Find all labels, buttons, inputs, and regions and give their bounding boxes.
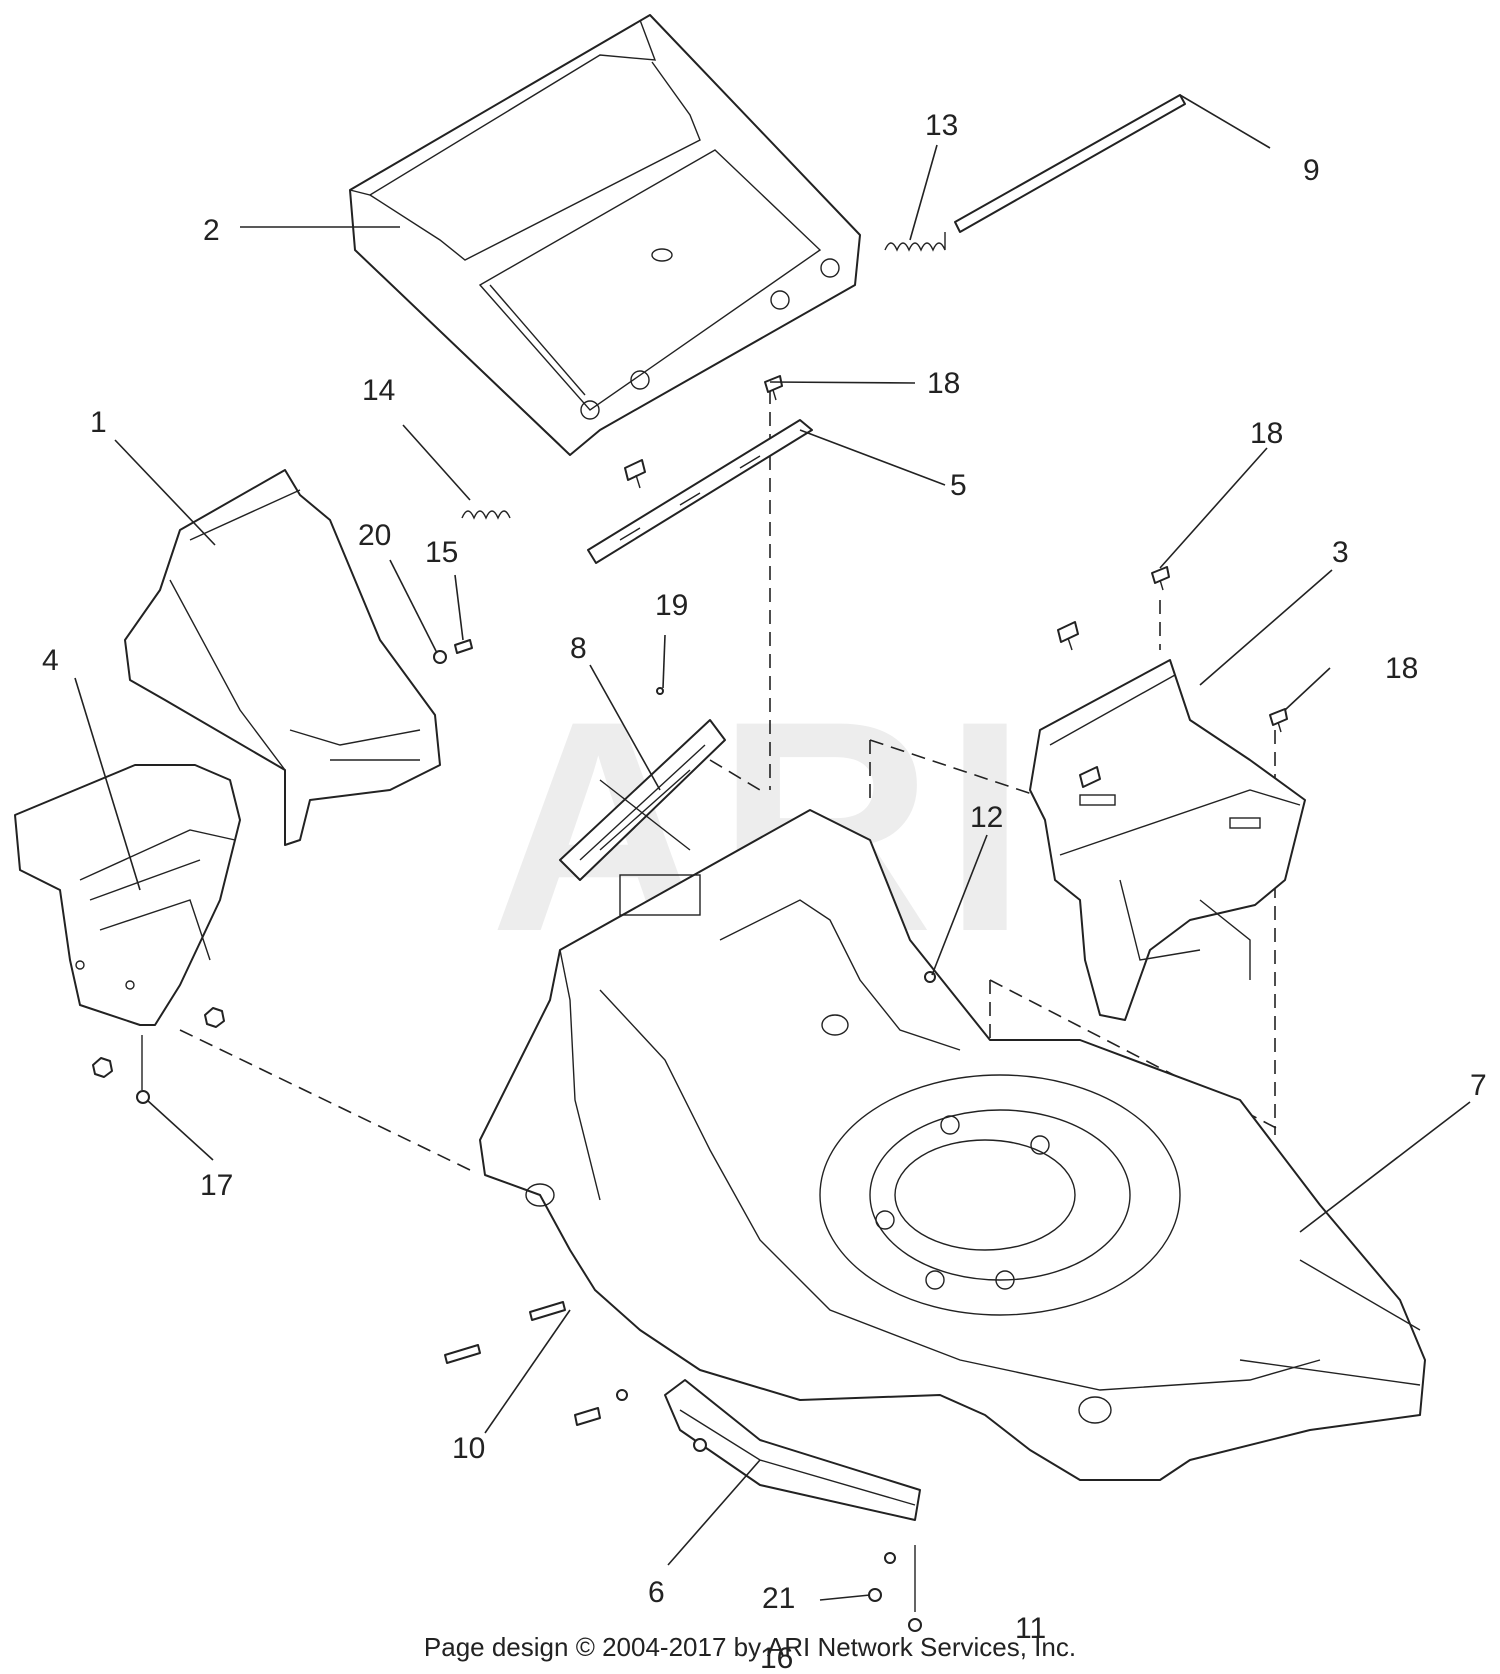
callout-7: 7 — [1470, 1069, 1487, 1102]
hardware — [92, 375, 1288, 1632]
clip-icon — [656, 687, 664, 695]
washer-icon — [616, 1389, 628, 1401]
callout-18: 18 — [1385, 652, 1418, 685]
callout-18: 18 — [1250, 417, 1283, 450]
part-1-deflector — [124, 469, 441, 846]
part-9-rod — [954, 94, 1186, 233]
washer-icon — [868, 1588, 882, 1602]
part-8-filter — [559, 719, 726, 881]
callout-8: 8 — [570, 632, 587, 665]
pin-icon — [444, 1344, 481, 1364]
callout-20: 20 — [358, 519, 391, 552]
part-2-top-cover — [349, 14, 861, 456]
leader-lines — [74, 94, 1471, 1601]
bolt-icon — [1057, 621, 1079, 651]
callout-4: 4 — [42, 644, 59, 677]
bolt-icon — [574, 1407, 601, 1426]
callout-12: 12 — [970, 801, 1003, 834]
pin-icon — [454, 639, 473, 654]
callout-15: 15 — [425, 536, 458, 569]
callout-19: 19 — [655, 589, 688, 622]
pin-icon — [529, 1301, 566, 1321]
screw-icon — [1151, 566, 1170, 591]
washer-icon — [884, 1552, 896, 1564]
washer-icon — [908, 1618, 922, 1632]
callout-11: 11 — [1015, 1612, 1046, 1645]
callout-labels: 1 2 3 4 5 6 7 8 9 10 11 12 13 14 15 16 1… — [42, 109, 1487, 1674]
nut-icon — [204, 1007, 225, 1028]
callout-1: 1 — [90, 406, 107, 439]
part-7-deck — [479, 809, 1426, 1481]
bolt-icon — [1079, 766, 1101, 788]
callout-3: 3 — [1332, 536, 1349, 569]
callout-6: 6 — [648, 1576, 665, 1609]
callout-10: 10 — [452, 1432, 485, 1465]
callout-9: 9 — [1303, 154, 1320, 187]
callout-5: 5 — [950, 469, 967, 502]
callout-13: 13 — [925, 109, 958, 142]
screw-icon — [1269, 708, 1288, 733]
nut-icon — [92, 1057, 113, 1078]
part-13-spring — [884, 232, 946, 252]
callout-18: 18 — [927, 367, 960, 400]
callout-16: 16 — [760, 1642, 793, 1674]
clip-icon — [136, 1090, 150, 1104]
part-3-right-chute — [1029, 659, 1306, 1021]
callout-17: 17 — [200, 1169, 233, 1202]
part-14-spring — [461, 510, 511, 520]
callout-21: 21 — [762, 1582, 795, 1615]
callout-2: 2 — [203, 214, 220, 247]
callout-14: 14 — [362, 374, 395, 407]
bolt-icon — [624, 459, 646, 489]
washer-icon — [433, 650, 447, 664]
part-5-hinge — [587, 419, 813, 564]
washer-icon — [693, 1438, 707, 1452]
clip-icon — [924, 971, 936, 983]
screw-icon — [764, 375, 783, 401]
part-4-side-guard — [14, 764, 241, 1026]
page-footer-copyright: Page design © 2004-2017 by ARI Network S… — [423, 1632, 1077, 1662]
